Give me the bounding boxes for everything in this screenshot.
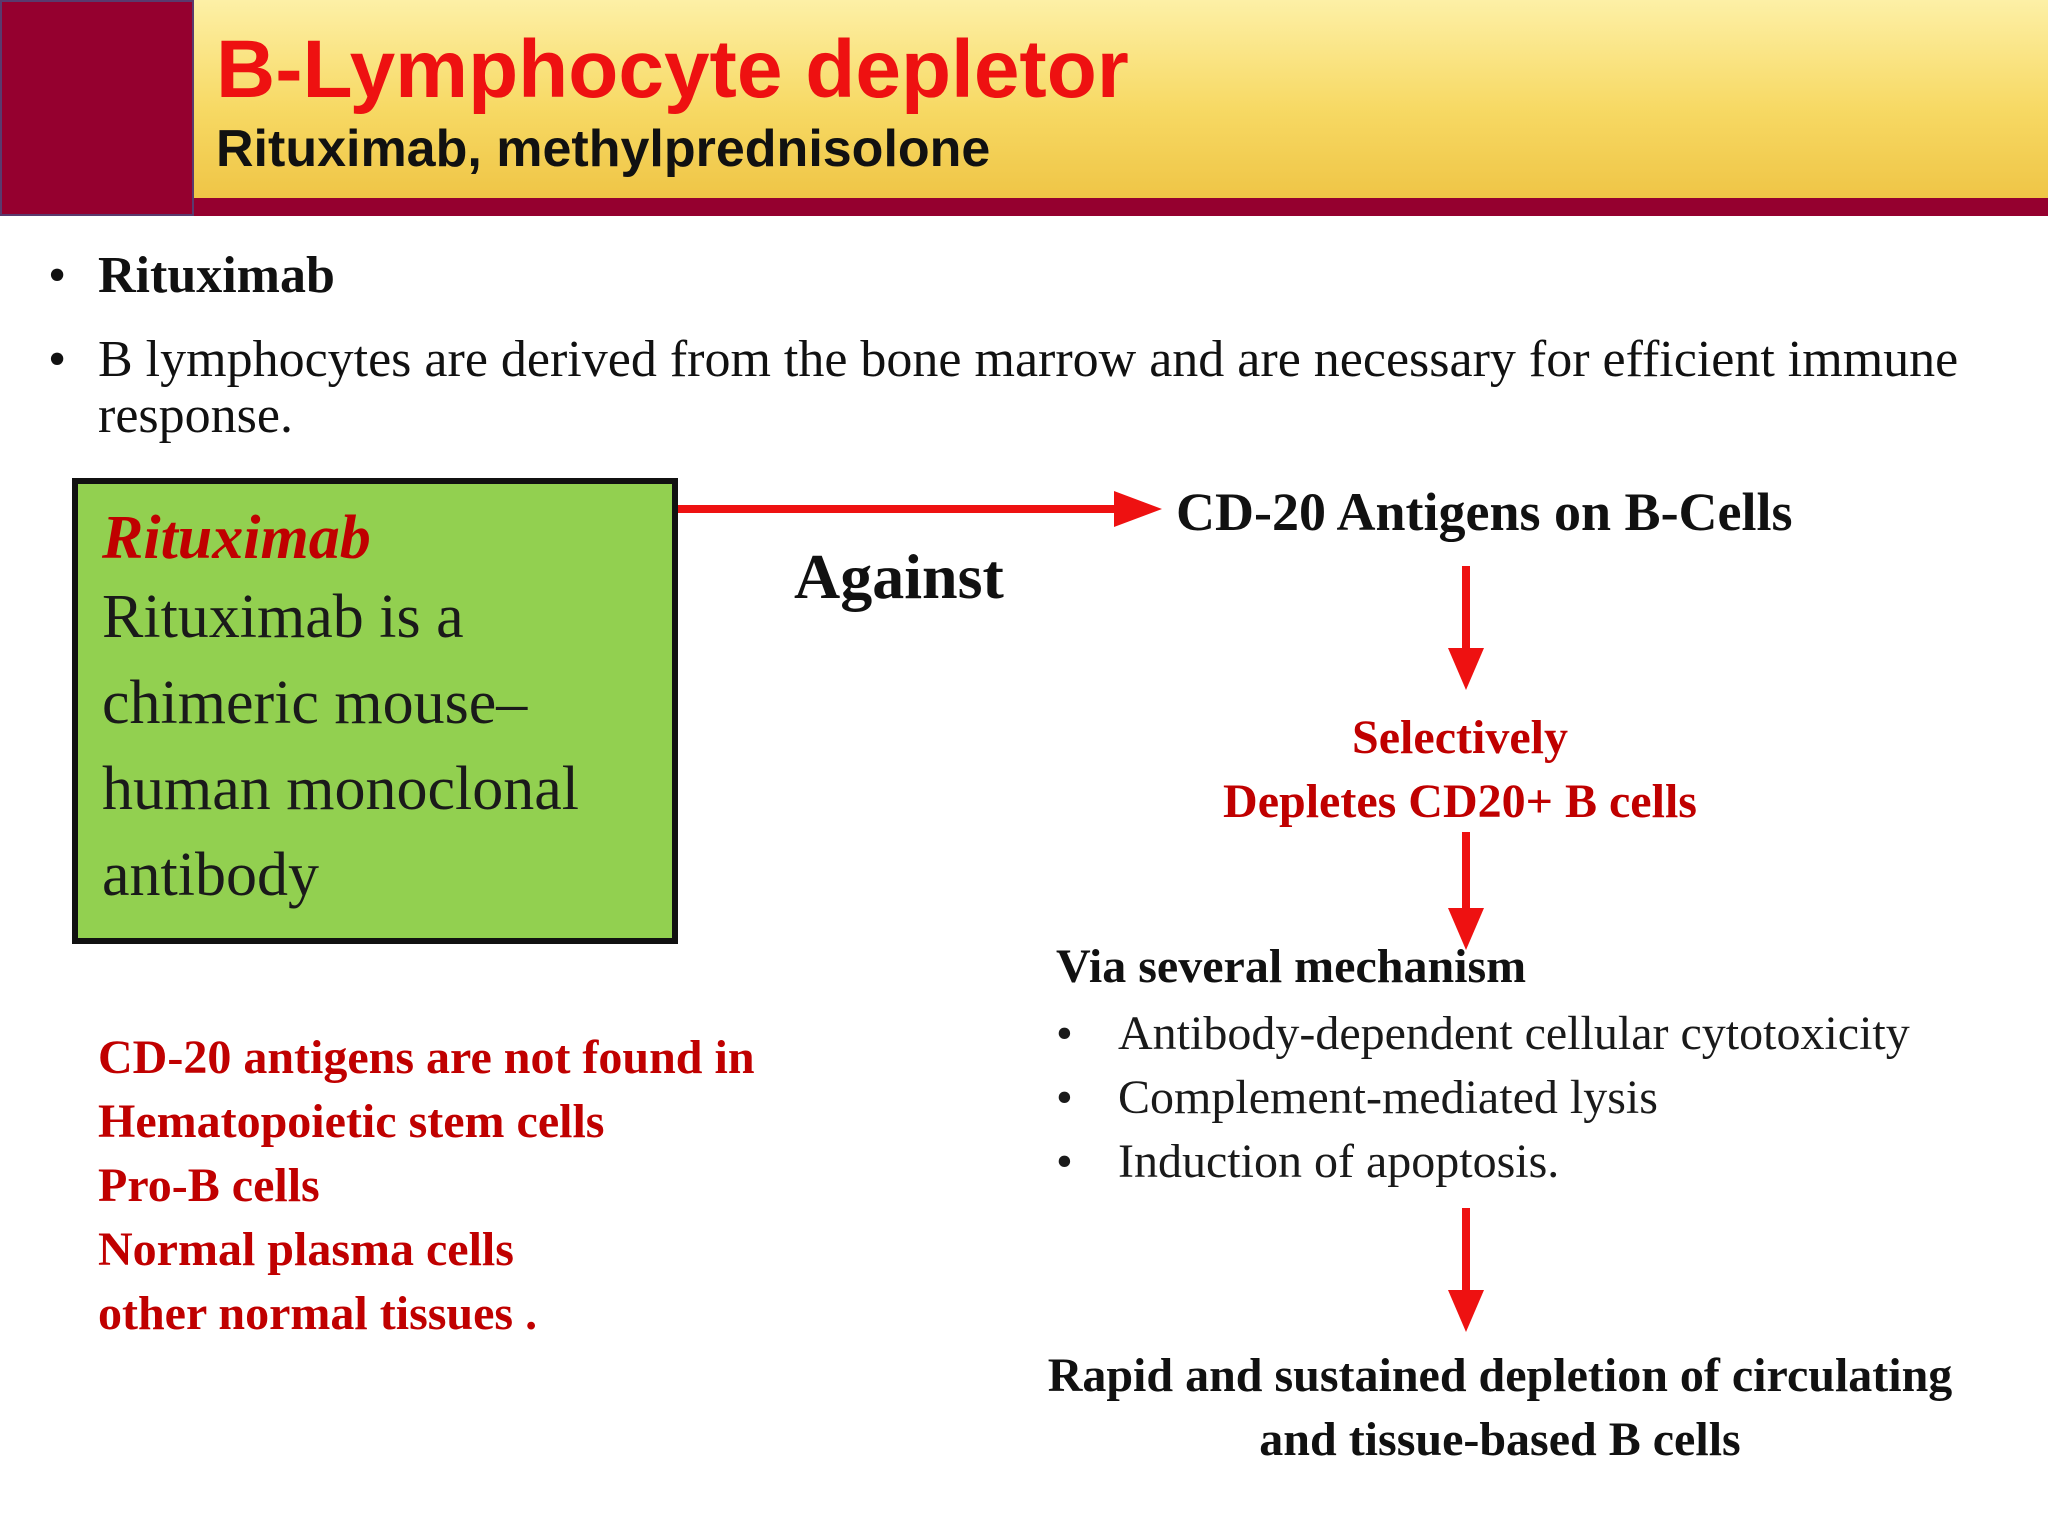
selective-depletion-text: Selectively Depletes CD20+ B cells [1140,706,1780,834]
slide-subtitle: Rituximab, methylprednisolone [216,120,991,178]
bullet-text: B lymphocytes are derived from the bone … [98,331,1959,444]
intro-bullets: • Rituximab • B lymphocytes are derived … [48,248,2008,472]
list-item: Hematopoietic stem cells [98,1095,605,1148]
against-label: Against [794,541,1004,612]
outcome-text: Rapid and sustained depletion of circula… [1000,1344,2000,1472]
mechanism-text: Antibody-dependent cellular cytotoxicity [1118,1007,1910,1060]
mechanism-text: Induction of apoptosis. [1118,1135,1560,1188]
list-item: Normal plasma cells [98,1223,514,1276]
header-gold-band [194,0,2048,198]
slide-header: B-Lymphocyte depletor Rituximab, methylp… [0,0,2048,216]
outcome-line: and tissue-based B cells [1259,1413,1741,1466]
arrow-right-icon [678,491,1162,527]
mechanism-text: Complement-mediated lysis [1118,1071,1658,1124]
bullet-item: • B lymphocytes are derived from the bon… [48,332,2008,444]
list-item: • Complement-mediated lysis [1056,1066,1910,1130]
mechanism-heading: Via several mechanism [1056,940,1527,993]
header-accent-block [0,0,194,216]
mechanism-list: • Antibody-dependent cellular cytotoxici… [1056,1002,1910,1194]
bullet-dot: • [1056,1007,1073,1060]
arrow-down-icon [1448,566,1484,690]
list-item: • Antibody-dependent cellular cytotoxici… [1056,1002,1910,1066]
list-item: • Induction of apoptosis. [1056,1130,1910,1194]
cd20-target-label: CD-20 Antigens on B-Cells [1176,482,1793,542]
bullet-dot: • [1056,1135,1073,1188]
bullet-text: Rituximab [98,247,335,304]
definition-text: Rituximab is a chimeric mouse–human mono… [102,583,579,909]
list-item: other normal tissues . [98,1287,538,1340]
list-item: Pro-B cells [98,1159,320,1212]
selectively-line: Selectively [1352,711,1568,764]
outcome-line: Rapid and sustained depletion of circula… [1047,1349,1953,1402]
arrow-down-icon [1448,1208,1484,1332]
definition-title: Rituximab [102,504,371,572]
bullet-dot: • [48,247,67,304]
depletes-line: Depletes CD20+ B cells [1223,775,1697,828]
rituximab-definition-box: Rituximab Rituximab is a chimeric mouse–… [72,478,678,944]
cd20-absence-notes: CD-20 antigens are not found in Hematopo… [98,1026,755,1346]
slide-title: B-Lymphocyte depletor [216,24,1129,115]
header-underline [194,198,2048,216]
list-item: CD-20 antigens are not found in [98,1031,755,1084]
arrow-down-icon [1448,832,1484,950]
bullet-item: • Rituximab [48,248,2008,304]
bullet-dot: • [1056,1071,1073,1124]
bullet-dot: • [48,331,67,388]
